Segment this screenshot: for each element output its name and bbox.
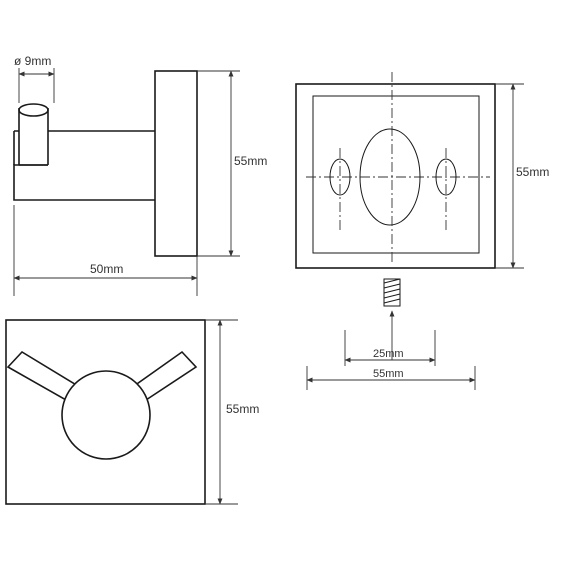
side-hook-post — [13, 108, 49, 166]
front-plate — [5, 319, 206, 505]
back-outer-plate — [295, 83, 496, 269]
front-height-label: 55mm — [226, 402, 259, 416]
side-depth-label: 50mm — [90, 262, 123, 276]
front-hub — [61, 370, 151, 460]
back-width-label: 55mm — [373, 368, 404, 380]
left-screw-hole — [329, 158, 351, 196]
side-height-label: 55mm — [234, 154, 267, 168]
center-hole — [359, 128, 421, 226]
set-screw — [383, 278, 401, 307]
right-screw-hole — [435, 158, 457, 196]
side-wall-plate — [154, 70, 198, 257]
back-view: 55mm 25mm 55mm — [295, 72, 549, 390]
hole-spacing-label: 25mm — [373, 348, 404, 360]
diameter-label: ø 9mm — [14, 54, 51, 68]
side-post-top — [18, 103, 49, 117]
back-inner-recess — [312, 95, 480, 254]
back-height-label: 55mm — [516, 165, 549, 179]
front-view: 55mm — [5, 319, 259, 505]
side-view: ø 9mm 55mm 50mm — [13, 54, 267, 296]
